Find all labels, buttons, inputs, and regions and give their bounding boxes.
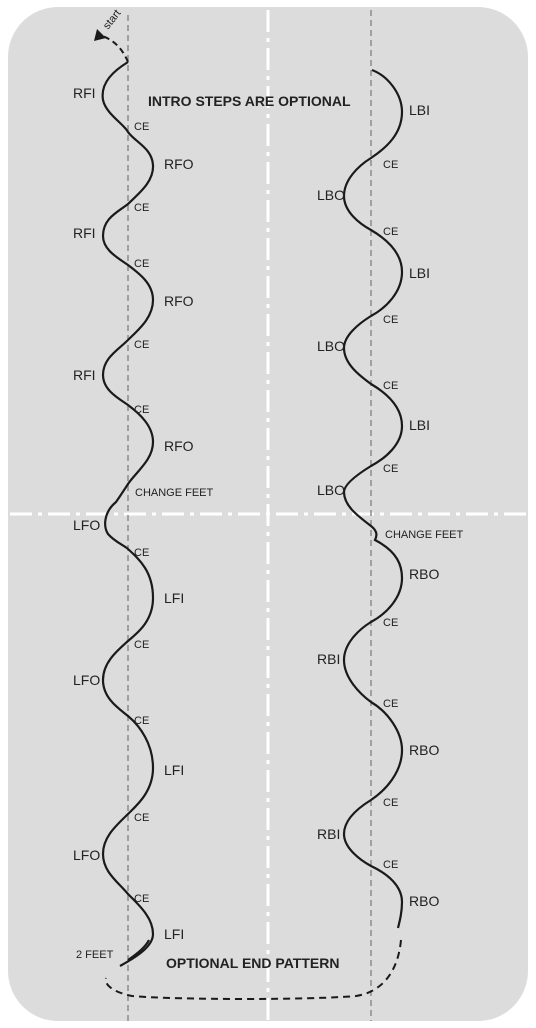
edge-label: LBI [409,265,430,281]
right-serpentine-trace [342,68,404,929]
edge-label: LBI [409,102,430,118]
end-pattern-dashed-path [104,939,402,1000]
ce-label: CE [383,314,398,326]
start-dashed-path [99,34,129,63]
edge-label: RFI [73,367,96,383]
edge-label: RBI [317,826,340,842]
edge-label: LBI [409,417,430,433]
edge-label: RFO [164,438,194,454]
edge-label: LBO [317,482,345,498]
edge-label: LFI [164,762,184,778]
left-change-feet-label: CHANGE FEET [135,487,214,499]
ce-label: CE [134,339,149,351]
ce-label: CE [134,639,149,651]
ce-label: CE [383,617,398,629]
ce-label: CE [383,859,398,871]
ce-label: CE [134,258,149,270]
ce-label: CE [134,893,149,905]
edge-label: LFI [164,926,184,942]
end-pattern-note: OPTIONAL END PATTERN [166,955,339,971]
ce-label: CE [383,159,398,171]
ce-label: CE [383,226,398,238]
edge-label: RBO [409,566,439,582]
ce-label: CE [383,797,398,809]
intro-note: INTRO STEPS ARE OPTIONAL [148,93,351,109]
edge-label: LFO [73,847,100,863]
ce-label: CE [383,380,398,392]
ce-label: CE [134,121,149,133]
start-arrowhead-icon [94,29,106,41]
ce-label: CE [134,202,149,214]
edge-label: RBO [409,742,439,758]
ce-label: CE [134,812,149,824]
ce-label: CE [383,463,398,475]
ce-label: CE [134,715,149,727]
edge-label: LFI [164,590,184,606]
right-change-feet-label: CHANGE FEET [385,529,464,541]
two-feet-trace [127,939,150,961]
edge-label: RFO [164,293,194,309]
ce-label: CE [134,547,149,559]
ce-label: CE [134,404,149,416]
edge-label: RFI [73,225,96,241]
left-serpentine-trace [101,61,155,967]
edge-label: LFO [73,672,100,688]
two-feet-label: 2 FEET [76,949,114,961]
edge-label: RFI [73,85,96,101]
ce-label: CE [383,698,398,710]
edge-label: RBO [409,893,439,909]
edge-label: RFO [164,156,194,172]
edge-label: LBO [317,338,345,354]
edge-label: LBO [317,187,345,203]
edge-label: RBI [317,651,340,667]
edge-label: LFO [73,517,100,533]
